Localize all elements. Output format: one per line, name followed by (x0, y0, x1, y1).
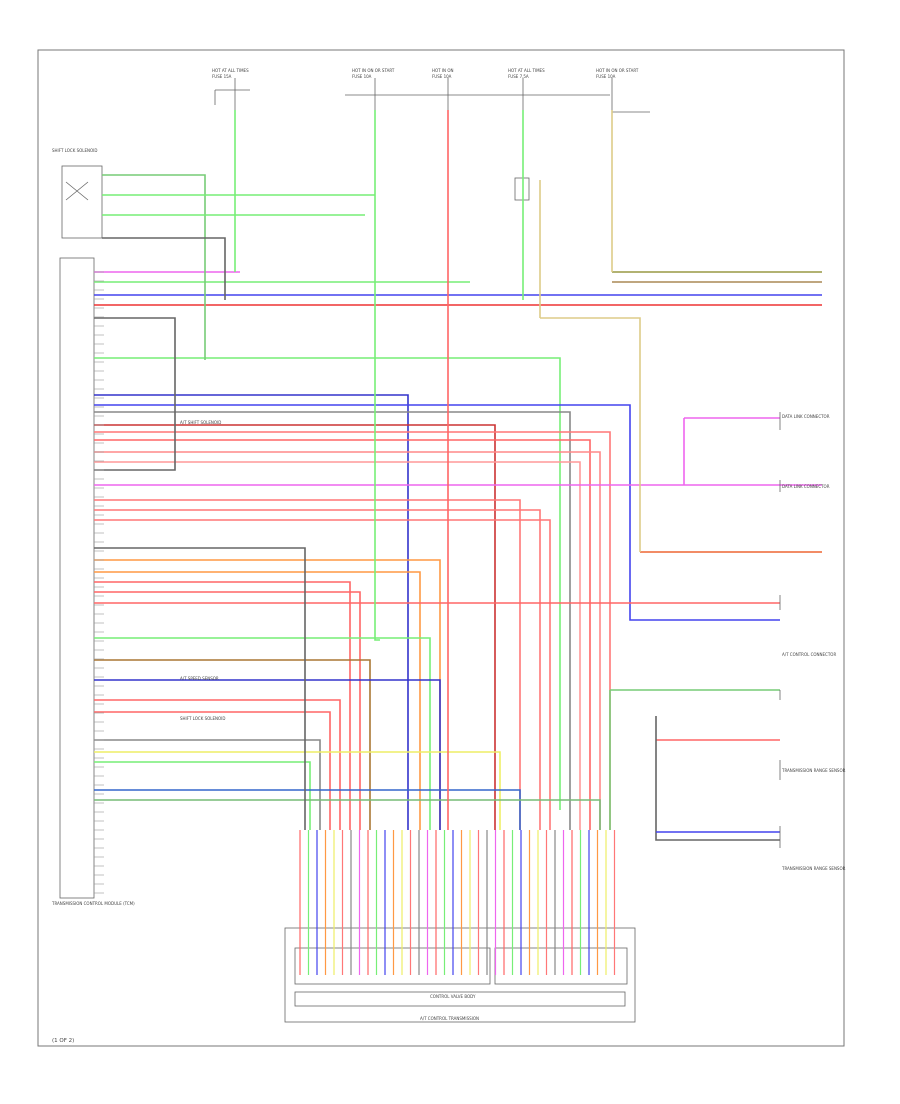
fuse-3-rating: FUSE 10A (432, 74, 452, 79)
valve-connector-a (294, 947, 491, 985)
wire-gray-2 (94, 739, 321, 830)
transmission-label: A/T CONTROL TRANSMISSION (420, 1016, 479, 1021)
wire-pink-5 (94, 499, 521, 830)
right-label-2: DATA LINK CONNECTOR (782, 484, 830, 489)
valve-connector-b (494, 947, 628, 985)
wire-gray-3 (94, 547, 306, 830)
wire-gray-switch (102, 237, 226, 300)
tcm-label: TRANSMISSION CONTROL MODULE (TCM) (51, 901, 135, 906)
wire-pink-3 (94, 451, 601, 830)
wire-green-4 (94, 761, 311, 830)
fuse-group (214, 78, 650, 113)
wire-gray-loop (94, 317, 176, 471)
wire-gray-1 (94, 411, 571, 830)
sub-label-1: A/T SPEED SENSOR (180, 676, 219, 681)
wire-tan-1 (540, 317, 641, 552)
wire-red-2 (94, 424, 496, 830)
fuse-3-label: HOT IN ON (432, 68, 453, 73)
page-code: (1 OF 2) (52, 1038, 74, 1044)
right-label-4: TRANSMISSION RANGE SENSOR (781, 768, 846, 773)
bus-line (345, 78, 610, 112)
wire-green-3 (94, 637, 431, 830)
fuse-5-line (611, 78, 650, 113)
fuse-4-label: HOT AT ALL TIMES (508, 68, 545, 73)
wire-yellow-1 (94, 751, 501, 830)
switch-box (61, 165, 103, 239)
wire-blue-3 (94, 404, 780, 621)
fuse-1-label: HOT AT ALL TIMES (212, 68, 249, 73)
fuse-1-rating: FUSE 15A (212, 74, 232, 79)
sub-label-3: A/T SHIFT SOLENOID (180, 420, 221, 425)
wire-blue-2 (94, 394, 409, 830)
fuse-1-line (214, 78, 250, 112)
switch-symbol (65, 181, 89, 201)
tcm-pins (94, 271, 104, 894)
wire-green-switch-1 (102, 174, 206, 360)
switch-box-label: SHIFT LOCK SOLENOID (52, 148, 97, 153)
wire-pink-4 (94, 461, 581, 830)
fuse-2-label: HOT IN ON OR START (352, 68, 395, 73)
fuse-2-rating: FUSE 10A (352, 74, 372, 79)
right-label-5: TRANSMISSION RANGE SENSOR (781, 866, 846, 871)
wire-red-3 (94, 581, 351, 830)
relay-box (514, 177, 530, 201)
right-label-1: DATA LINK CONNECTOR (782, 414, 830, 419)
wire-green-2 (94, 357, 561, 810)
fuse-4-rating: FUSE 7.5A (508, 74, 529, 79)
valve-pins (299, 830, 616, 975)
wire-orange-2 (94, 571, 421, 830)
diagram-border (37, 49, 845, 1047)
valve-body-box (294, 991, 626, 1007)
wire-green-vert (374, 110, 380, 641)
wire-pink-6 (94, 509, 541, 830)
wire-red-7 (94, 711, 331, 830)
wire-blue-5 (94, 789, 521, 830)
valve-body-label: CONTROL VALVE BODY (430, 994, 476, 999)
sub-label-2: SHIFT LOCK SOLENOID (180, 716, 225, 721)
fuse-5-label: HOT IN ON OR START (596, 68, 639, 73)
tcm-connector-block (59, 257, 95, 899)
right-label-3: A/T CONTROL CONNECTOR (782, 652, 836, 657)
wire-gray-right (655, 716, 780, 841)
wire-pink-2 (94, 439, 591, 830)
wire-brown-2 (94, 659, 371, 830)
wire-blue-4 (94, 679, 441, 830)
wire-pink-1 (94, 431, 611, 830)
wire-red-4 (94, 591, 361, 830)
wire-red-6 (94, 699, 341, 830)
wire-group (94, 110, 822, 841)
fuse-5-rating: FUSE 10A (596, 74, 616, 79)
wire-pink-7 (94, 519, 551, 830)
wire-green-5 (94, 799, 601, 830)
transmission-outline (284, 927, 636, 1023)
